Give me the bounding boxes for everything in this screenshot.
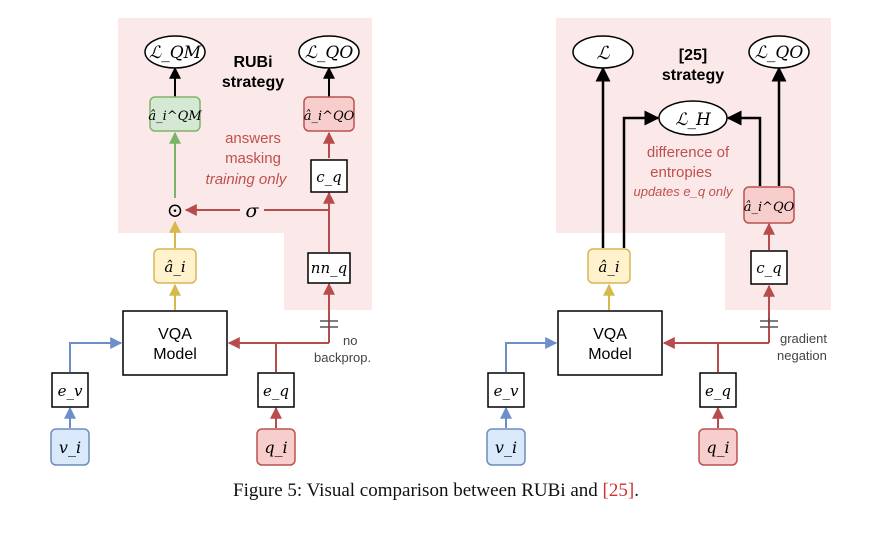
right-loss-qo-node xyxy=(748,35,810,69)
left-annotation-2: masking xyxy=(225,150,281,167)
right-vi-label: v_i xyxy=(495,438,517,457)
left-vqa-model-node xyxy=(122,310,228,376)
right-qi-node xyxy=(698,428,738,466)
left-ai-label: â_i xyxy=(164,258,185,276)
left-ai-node xyxy=(153,248,197,284)
left-ev-label: e_v xyxy=(58,382,83,400)
right-loss-h-label: ℒ_H xyxy=(675,110,712,130)
left-cq-label: c_q xyxy=(316,168,342,186)
left-diagram: ℒ_QM ℒ_QO RUBi strategy â_i^QM â_i^QO an… xyxy=(50,18,372,466)
left-odot-operator: ⊙ xyxy=(167,198,184,222)
right-gradient-label-1: gradient xyxy=(780,331,827,346)
right-vqa-label-1: VQA xyxy=(593,326,627,343)
left-red-arrow-eq-vqa xyxy=(227,337,329,372)
left-strategy-region xyxy=(118,18,372,310)
left-loss-qo-label: ℒ_QO xyxy=(305,43,354,63)
right-vqa-model-node xyxy=(557,310,663,376)
right-diagram: ℒ ℒ_QO [25] strategy ℒ_H difference of e… xyxy=(486,18,831,466)
left-strategy-title-2: strategy xyxy=(222,74,284,91)
right-a-qo-node xyxy=(743,186,795,224)
right-gradient-negation-symbol xyxy=(760,318,778,328)
left-a-qm-node xyxy=(149,96,201,132)
right-ai-label: â_i xyxy=(598,258,619,276)
right-cq-label: c_q xyxy=(756,259,782,277)
right-ev-node xyxy=(487,372,525,408)
right-eq-node xyxy=(699,372,737,408)
figure-caption: Figure 5: Visual comparison between RUBi… xyxy=(0,480,872,502)
left-loss-qm-label: ℒ_QM xyxy=(149,43,202,63)
right-vqa-label-2: Model xyxy=(588,346,632,363)
right-ai-node xyxy=(587,248,631,284)
left-cq-node xyxy=(310,159,348,193)
left-nn-label: nn_q xyxy=(311,259,347,277)
left-eq-node xyxy=(257,372,295,408)
left-qi-node xyxy=(256,428,296,466)
caption-reference-link[interactable]: [25] xyxy=(602,480,635,501)
right-loss-h-node xyxy=(658,100,728,136)
right-black-arrow-ai-lossh xyxy=(622,110,660,248)
right-gradient-label-2: negation xyxy=(777,348,827,363)
left-eq-label: e_q xyxy=(263,382,289,400)
left-blue-arrow-ev-vqa xyxy=(69,337,123,372)
left-a-qo-label: â_i^QO xyxy=(304,109,355,124)
right-loss-label: ℒ xyxy=(597,43,611,64)
left-vi-node xyxy=(50,428,90,466)
right-a-qo-label: â_i^QO xyxy=(744,200,795,215)
right-eq-label: e_q xyxy=(705,382,731,400)
left-loss-qm-node xyxy=(144,35,206,69)
left-sigma-label: σ xyxy=(246,200,260,222)
right-loss-qo-label: ℒ_QO xyxy=(755,43,804,63)
left-vqa-label-2: Model xyxy=(153,346,197,363)
right-annotation-2: entropies xyxy=(650,164,712,181)
left-a-qo-node xyxy=(303,96,355,132)
left-annotation-3: training only xyxy=(206,171,288,188)
right-annotation-3: updates e_q only xyxy=(633,184,734,199)
left-loss-qo-node xyxy=(298,35,360,69)
left-qi-label: q_i xyxy=(264,438,287,457)
caption-suffix: . xyxy=(634,480,639,501)
left-no-backprop-label-1: no xyxy=(343,333,357,348)
left-sigma-bg xyxy=(240,200,264,220)
right-qi-label: q_i xyxy=(706,438,729,457)
left-ev-node xyxy=(51,372,89,408)
right-blue-arrow-ev-vqa xyxy=(505,337,558,372)
left-annotation-1: answers xyxy=(225,130,281,147)
left-vi-label: v_i xyxy=(59,438,81,457)
right-strategy-title-2: strategy xyxy=(662,67,724,84)
right-cq-node xyxy=(750,250,788,285)
left-vqa-label-1: VQA xyxy=(158,326,192,343)
left-no-backprop-label-2: backprop. xyxy=(314,350,371,365)
right-ev-label: e_v xyxy=(494,382,519,400)
left-no-backprop-symbol xyxy=(320,320,338,328)
right-black-arrow-aqo-lossh xyxy=(726,110,762,186)
caption-text: Figure 5: Visual comparison between RUBi… xyxy=(233,480,603,501)
right-vi-node xyxy=(486,428,526,466)
right-strategy-region xyxy=(556,18,831,310)
right-red-arrow-eq-vqa xyxy=(662,337,769,372)
right-loss-node xyxy=(572,35,634,69)
right-strategy-title-1: [25] xyxy=(679,47,707,64)
left-strategy-title-1: RUBi xyxy=(233,54,272,71)
left-a-qm-label: â_i^QM xyxy=(148,109,202,124)
right-annotation-1: difference of xyxy=(647,144,730,161)
left-nn-node xyxy=(307,252,351,284)
